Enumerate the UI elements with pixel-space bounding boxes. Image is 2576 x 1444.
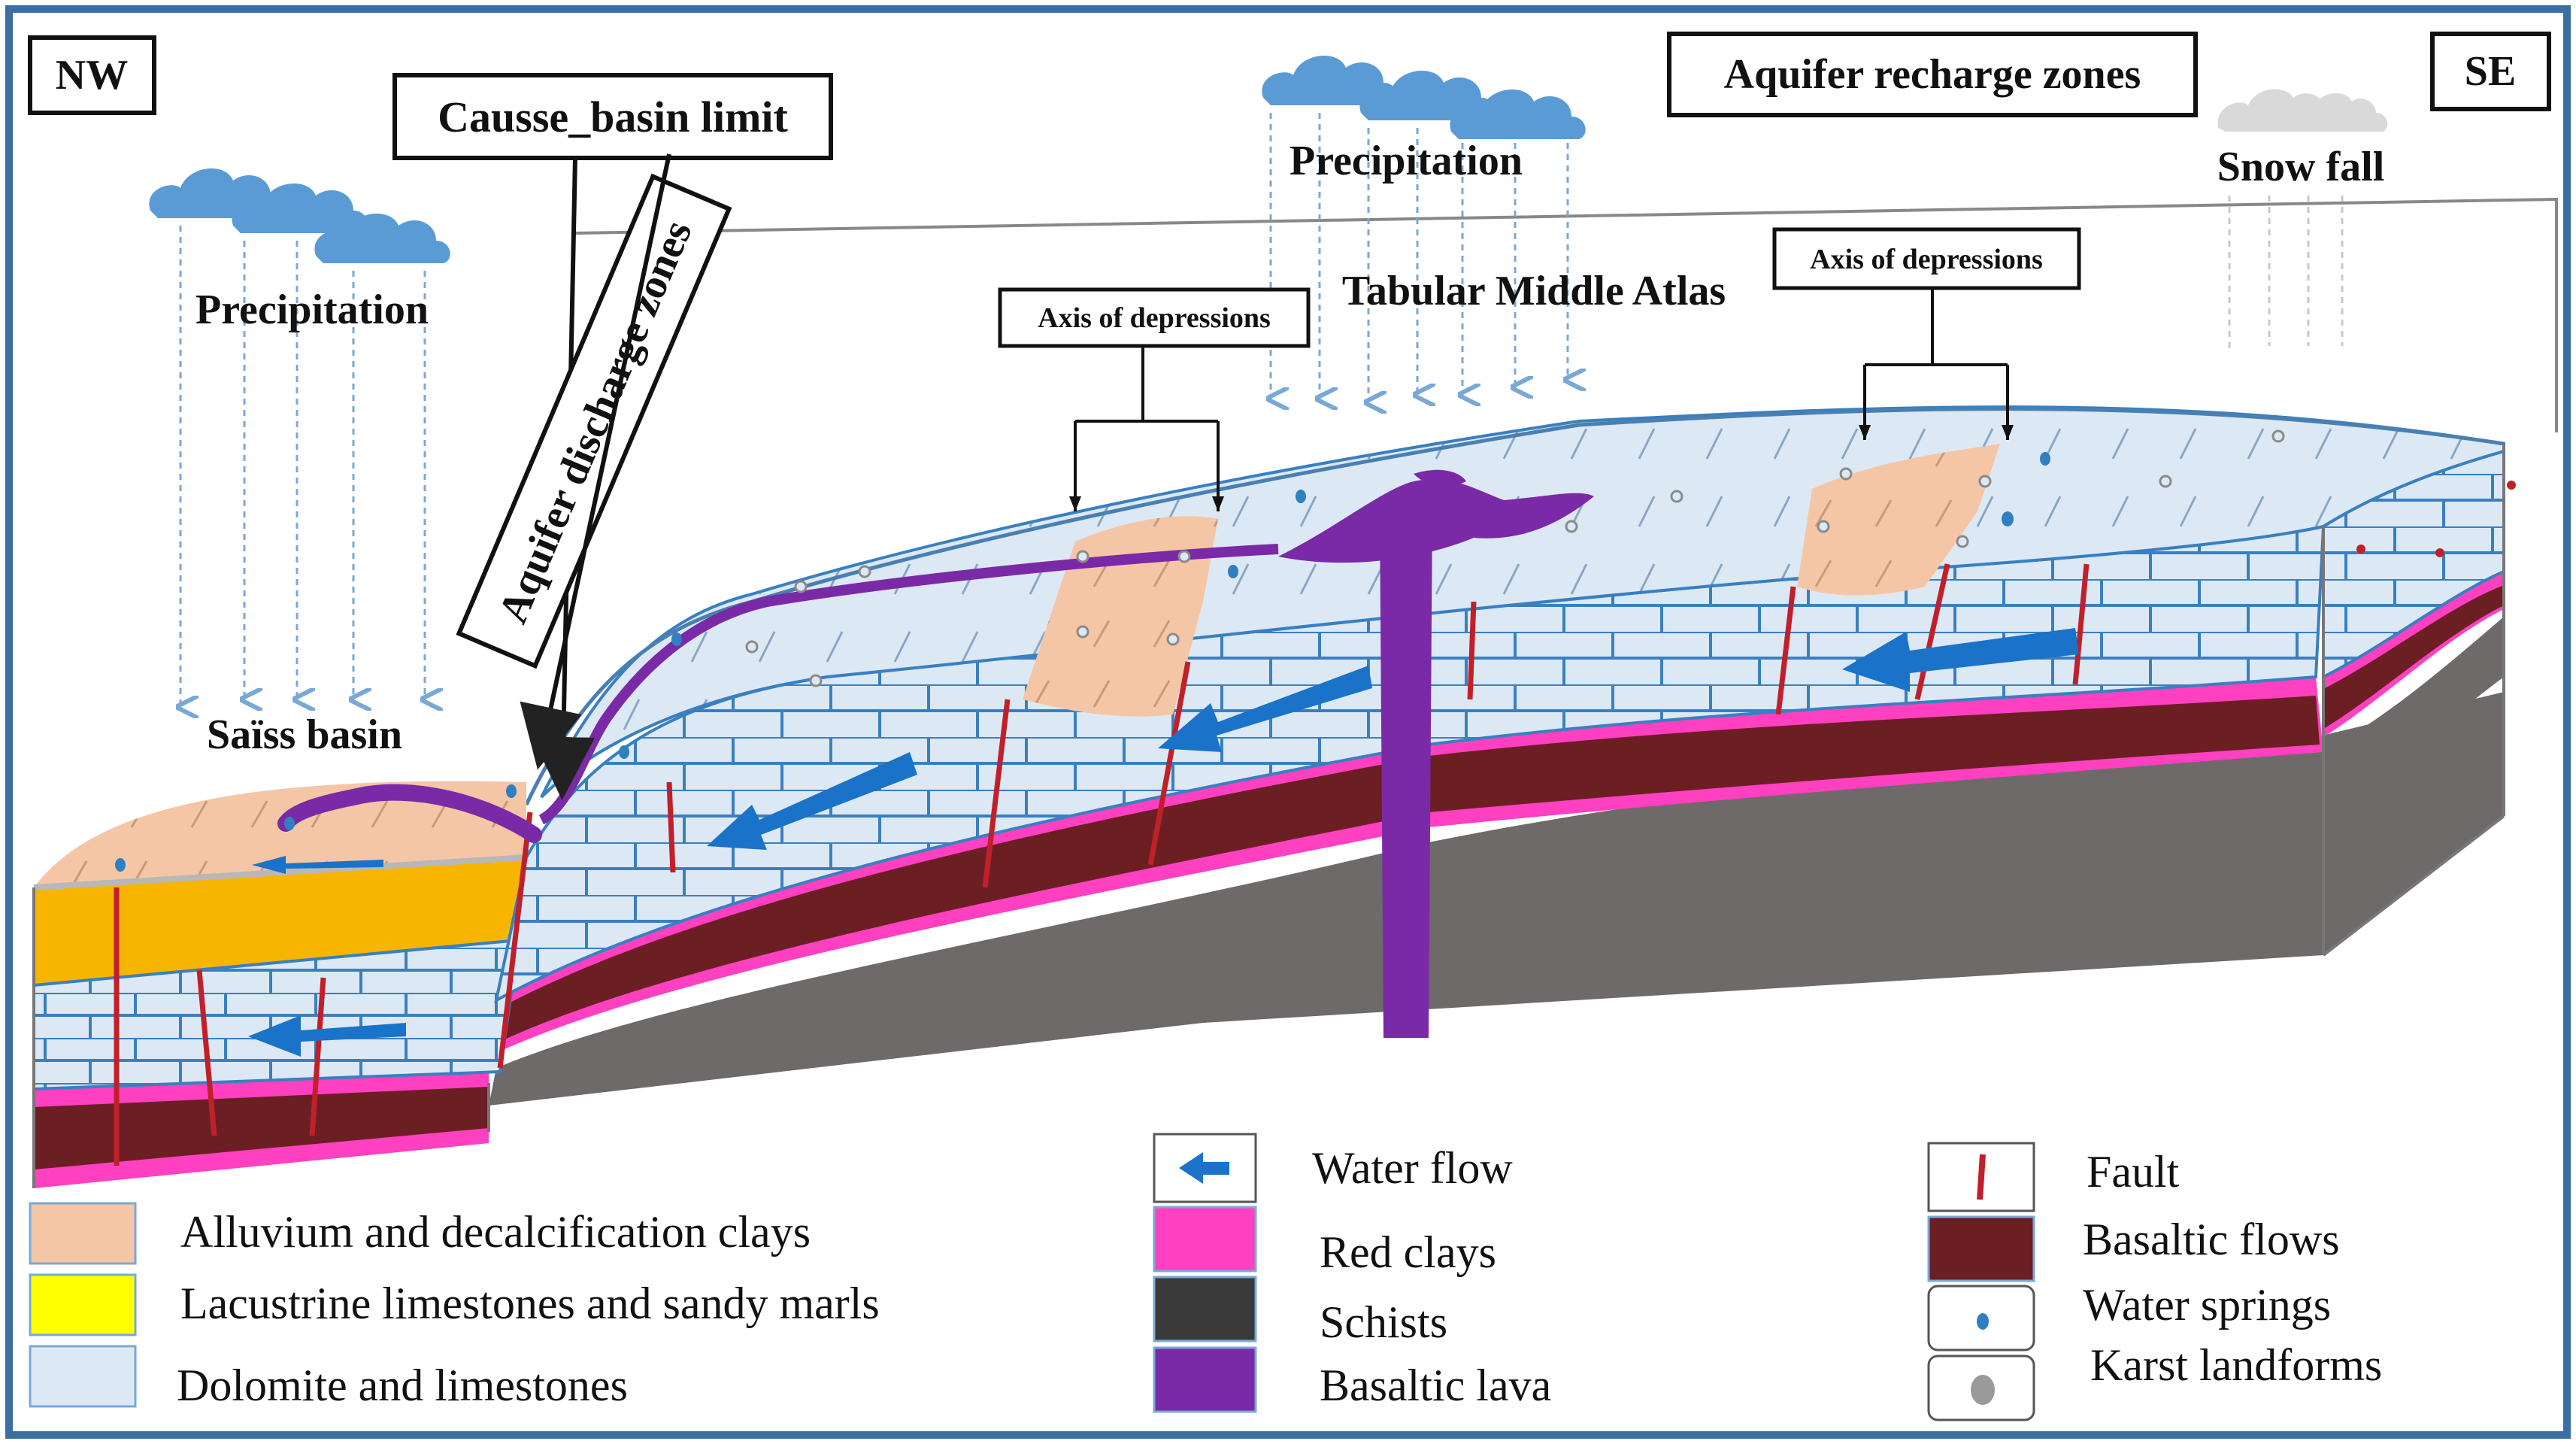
axis-left-label: Axis of depressions — [1038, 302, 1271, 334]
nw-box — [28, 35, 156, 115]
legend-label-water-springs: Water springs — [2083, 1280, 2331, 1330]
faults — [114, 563, 2090, 1166]
snow-fall-label: Snow fall — [2217, 144, 2385, 190]
nw-label: NW — [56, 52, 128, 99]
legend-swatch-alluvium — [29, 1202, 137, 1265]
legend-swatch-red-clays — [1153, 1206, 1257, 1273]
snow-lines — [2228, 196, 2344, 350]
legend-label-karst: Karst landforms — [2090, 1340, 2382, 1390]
legend-label-dolomite: Dolomite and limestones — [177, 1361, 628, 1410]
water-springs — [115, 452, 2050, 872]
depression-alluvium-right — [1797, 444, 2000, 596]
cloud-icon-center — [1262, 55, 1586, 139]
fault-icon — [1977, 1154, 1986, 1200]
recharge-label: Aquifer recharge zones — [1724, 51, 2141, 98]
schists-right — [2323, 617, 2504, 812]
causse-limit-label: Causse_basin limit — [438, 93, 788, 141]
lacustrine-layer — [34, 857, 526, 985]
water-flow-arrows — [248, 628, 2079, 1057]
left-alluvium — [34, 781, 526, 887]
legend-label-basaltic-lava: Basaltic lava — [1320, 1361, 1551, 1410]
legend-swatch-basaltic-lava — [1153, 1346, 1257, 1413]
snow-cloud-icon — [2217, 89, 2388, 132]
legend-label-lacustrine: Lacustrine limestones and sandy marls — [180, 1279, 880, 1328]
precipitation-center-label: Precipitation — [1290, 138, 1523, 184]
cross-section — [32, 197, 2558, 1188]
water-flow-icon — [1179, 1152, 1229, 1184]
karst-icon — [1971, 1375, 1995, 1405]
recharge-box — [1667, 32, 2198, 117]
axis-left-box — [998, 287, 1311, 348]
water-spring-icon — [1977, 1313, 1989, 1330]
legend-label-basaltic-flows: Basaltic flows — [2083, 1215, 2340, 1264]
axis-right-label: Axis of depressions — [1810, 244, 2043, 275]
legend-label-alluvium: Alluvium and decalcification clays — [180, 1207, 811, 1257]
basaltic-lava — [1278, 469, 1594, 1038]
se-label: SE — [2465, 48, 2517, 95]
causse-limit-box — [392, 73, 833, 160]
tabular-label: Tabular Middle Atlas — [1342, 268, 1726, 314]
legend-label-red-clays: Red clays — [1320, 1227, 1496, 1277]
cloud-icon — [149, 168, 450, 263]
legend: Alluvium and decalcification clays Lacus… — [29, 1133, 2382, 1421]
legend-label-water-flow: Water flow — [1312, 1143, 1513, 1193]
saiss-label: Saïss basin — [207, 711, 402, 758]
legend-swatch-lacustrine — [29, 1273, 137, 1336]
precipitation-left-label: Precipitation — [195, 287, 429, 333]
karst-landforms — [745, 429, 2285, 687]
legend-swatch-dolomite — [29, 1345, 137, 1408]
precipitation-lines — [180, 113, 1568, 707]
left-basalt-flows — [34, 1083, 489, 1173]
axis-right-box — [1772, 227, 2081, 290]
legend-swatch-schists — [1153, 1276, 1257, 1342]
se-box — [2430, 32, 2551, 111]
legend-label-fault: Fault — [2087, 1147, 2180, 1197]
legend-swatch-basaltic-flows — [1927, 1215, 2035, 1282]
schists-layer — [489, 692, 2504, 1106]
legend-label-schists: Schists — [1320, 1297, 1447, 1347]
